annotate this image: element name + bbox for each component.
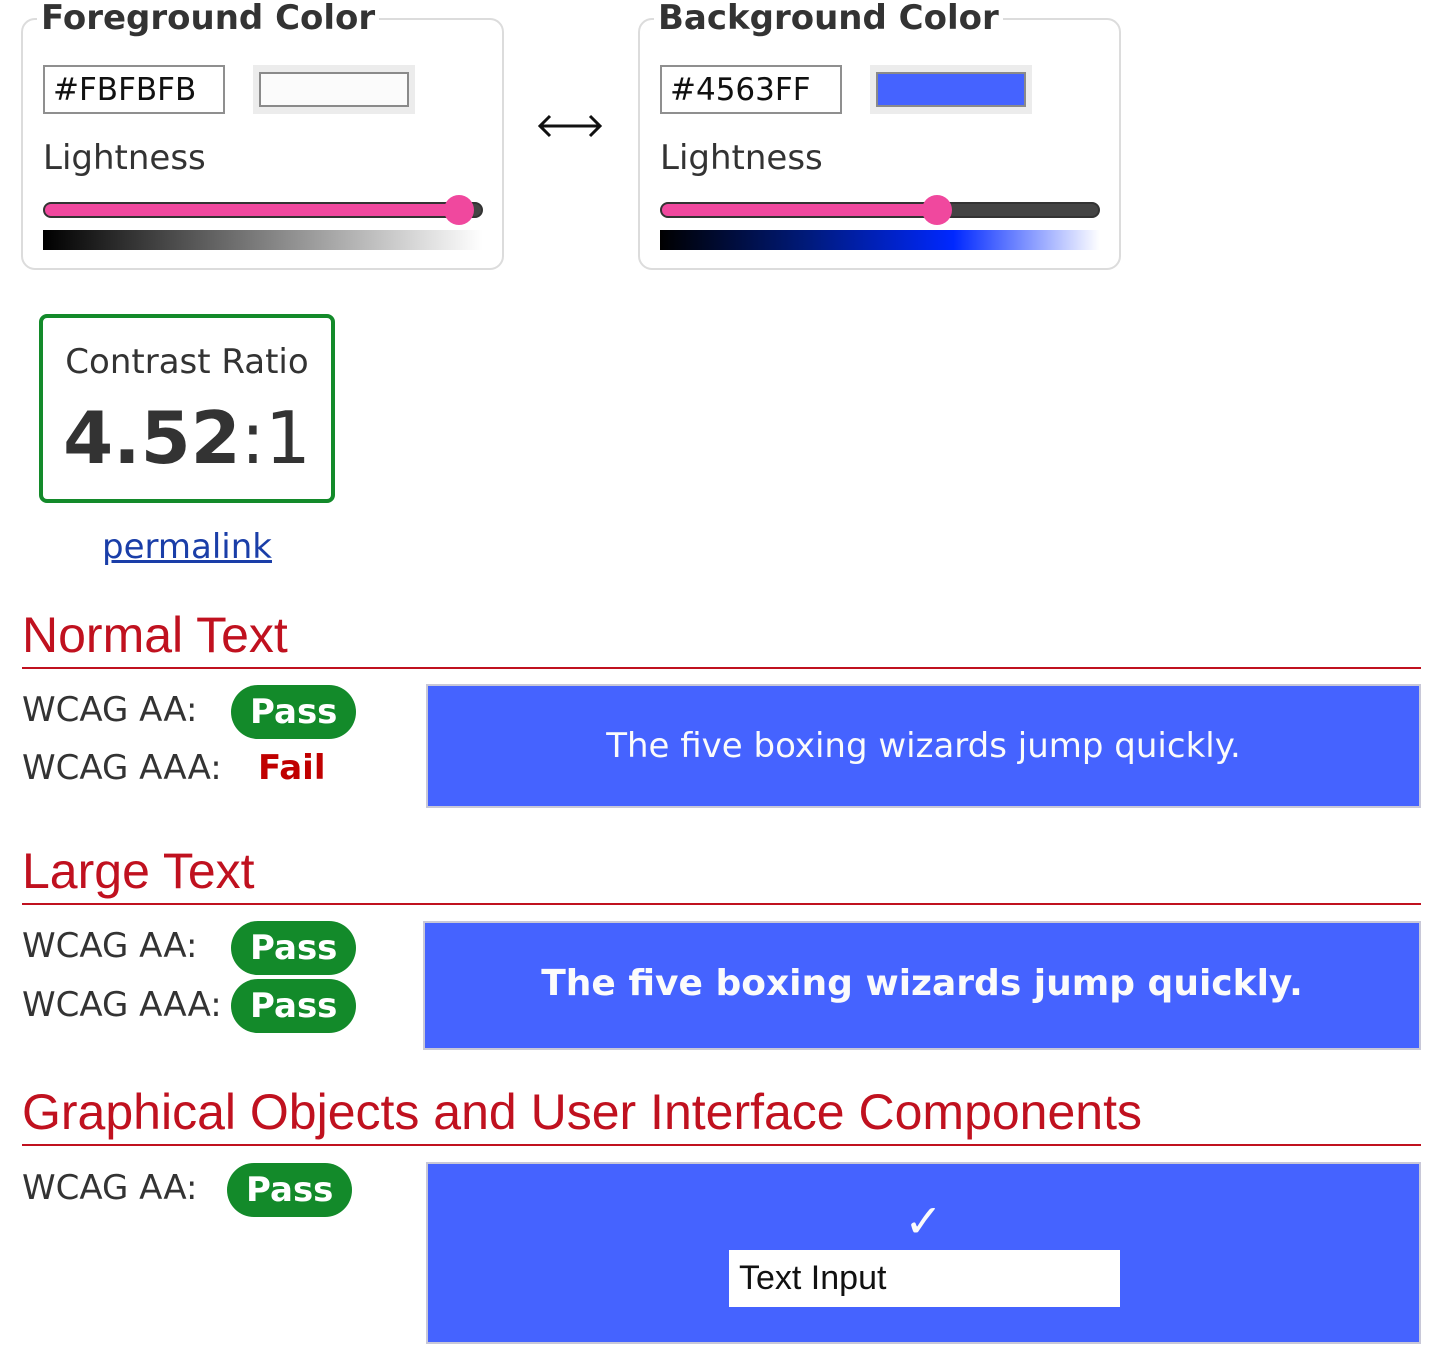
contrast-ratio-suffix: :1 [240,396,311,480]
permalink-link[interactable]: permalink [102,527,272,567]
demo-text-input[interactable] [729,1250,1120,1307]
graphical-aa-label: WCAG AA: [22,1168,198,1208]
normal-text-heading: Normal Text [22,607,1421,669]
normal-aa-label: WCAG AA: [22,690,198,730]
checkmark-icon: ✓ [904,1194,943,1248]
foreground-slider-fill [45,204,460,216]
large-text-preview: The five boxing wizards jump quickly. [423,921,1421,1050]
foreground-color-picker[interactable] [253,65,415,114]
large-sample-text: The five boxing wizards jump quickly. [541,963,1303,1004]
foreground-lightness-label: Lightness [43,138,206,178]
foreground-color-panel: Foreground Color Lightness [21,0,504,270]
foreground-slider-thumb[interactable] [444,195,475,225]
large-aaa-pass-badge: Pass [231,979,357,1033]
background-swatch [876,72,1026,107]
contrast-ratio-title: Contrast Ratio [65,342,309,382]
foreground-lightness-slider[interactable] [43,195,483,225]
normal-aa-pass-badge: Pass [231,685,357,739]
background-slider-fill [662,204,937,216]
contrast-ratio-value: 4.52:1 [43,396,331,480]
background-color-panel: Background Color Lightness [638,0,1121,270]
background-color-picker[interactable] [870,65,1032,114]
graphical-aa-pass-badge: Pass [227,1163,353,1217]
foreground-hex-input[interactable] [43,65,225,114]
foreground-lightness-gradient [43,230,483,250]
background-lightness-gradient [660,230,1100,250]
background-lightness-label: Lightness [660,138,823,178]
normal-aaa-label: WCAG AAA: [22,748,222,788]
graphical-objects-heading: Graphical Objects and User Interface Com… [22,1084,1421,1146]
graphical-objects-preview: ✓ [426,1162,1421,1344]
background-hex-input[interactable] [660,65,842,114]
background-lightness-slider[interactable] [660,195,1100,225]
normal-sample-text: The five boxing wizards jump quickly. [606,726,1241,766]
large-text-heading: Large Text [22,843,1421,905]
normal-aaa-fail-text: Fail [258,748,326,788]
normal-text-preview: The five boxing wizards jump quickly. [426,684,1421,808]
large-aa-label: WCAG AA: [22,926,198,966]
double-arrow-icon[interactable] [534,106,606,146]
large-aaa-label: WCAG AAA: [22,985,222,1025]
contrast-ratio-number: 4.52 [63,396,241,480]
background-color-legend: Background Color [654,0,1003,38]
contrast-ratio-box: Contrast Ratio 4.52:1 [39,314,335,503]
large-aa-pass-badge: Pass [231,921,357,975]
background-slider-thumb[interactable] [921,195,952,225]
foreground-swatch [259,72,409,107]
foreground-color-legend: Foreground Color [37,0,380,38]
